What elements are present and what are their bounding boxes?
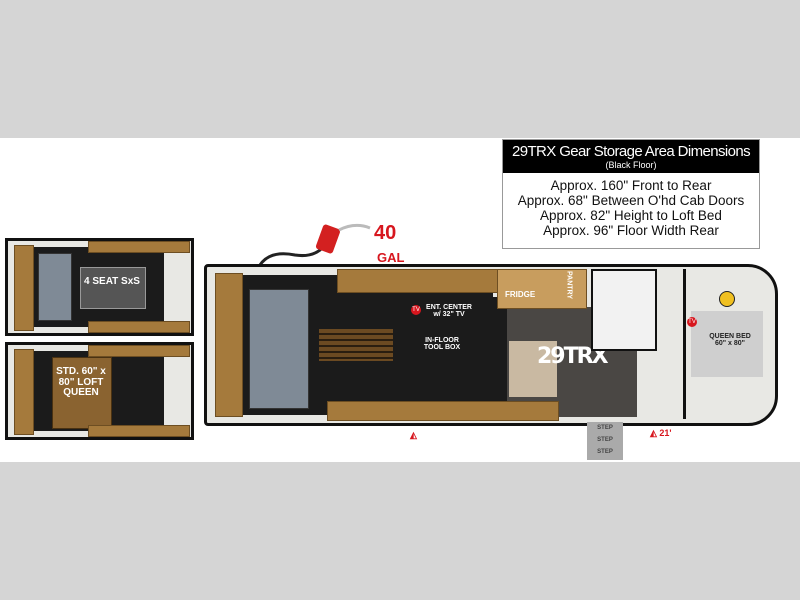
ramp-door (38, 253, 72, 321)
ramp-door (249, 289, 309, 409)
fuel-unit: GAL (377, 250, 405, 265)
fridge-pantry (497, 269, 587, 309)
entry-steps: STEP STEP STEP (587, 422, 623, 460)
lower-cabinets (327, 401, 559, 421)
model-label: 29TRX (537, 344, 609, 369)
tv-icon: TV (411, 305, 421, 315)
sxs-label: 4 SEAT SxS (84, 276, 140, 287)
fridge-label: FRIDGE (505, 290, 536, 299)
fuel-amount: 40 (374, 222, 397, 244)
tv-icon: TV (687, 317, 697, 327)
step-label: STEP (597, 437, 613, 443)
bedroom-wall (683, 269, 686, 419)
dimensions-header: 29TRX Gear Storage Area Dimensions (Blac… (503, 140, 759, 173)
step-label: STEP (597, 425, 613, 431)
alt-plan-sxs: 4 SEAT SxS (5, 238, 194, 336)
dimension-line: Approx. 68" Between O'hd Cab Doors (517, 193, 745, 208)
queen-bed (691, 311, 763, 377)
upper-cabinets (337, 269, 499, 293)
upper-cabinets (88, 241, 190, 253)
loft-bed (52, 357, 112, 429)
rear-cabinet (14, 245, 34, 331)
dimensions-box: 29TRX Gear Storage Area Dimensions (Blac… (502, 139, 760, 249)
rear-cabinet (14, 349, 34, 435)
length-marker: ◭ 21' (650, 428, 672, 438)
tool-box-label: IN-FLOOR TOOL BOX (423, 337, 461, 352)
lower-cabinets (88, 425, 190, 437)
dimensions-title: 29TRX Gear Storage Area Dimensions (511, 143, 751, 160)
upper-cabinets (88, 345, 190, 357)
kitchen-counter (509, 341, 557, 397)
alt-plan-loft: STD. 60" x 80" LOFT QUEEN (5, 342, 194, 440)
fuel-pump-icon (258, 223, 371, 266)
pantry-label: PANTRY (565, 271, 573, 299)
dimension-line: Approx. 96" Floor Width Rear (543, 223, 719, 238)
dimension-line: Approx. 82" Height to Loft Bed (540, 208, 722, 223)
bathroom (591, 269, 657, 351)
lower-cabinets (88, 321, 190, 333)
rear-cabinet (215, 273, 243, 417)
dimension-line: Approx. 160" Front to Rear (550, 178, 712, 193)
black-floor (397, 297, 507, 415)
awning-marker-icon: ◭ (410, 430, 417, 440)
bench-seats (319, 329, 393, 361)
dimensions-subtitle: (Black Floor) (605, 160, 657, 170)
step-label: STEP (597, 449, 613, 455)
loft-label: STD. 60" x 80" LOFT QUEEN (56, 366, 106, 398)
generator-icon (719, 291, 735, 307)
sxs-vehicle (80, 267, 146, 309)
